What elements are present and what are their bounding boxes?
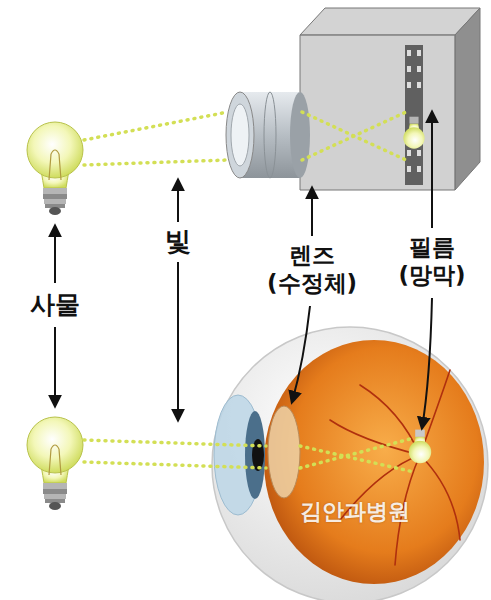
eyeball [212,327,488,600]
watermark: 김안과병원 [300,499,410,525]
light-label: 빛 [165,226,191,257]
light-bulb [27,417,83,510]
film-label: 필름 (망막) [398,234,465,289]
object-label: 사물 [30,290,80,320]
light-bulb [27,122,83,215]
lens-label: 렌즈 (수정체) [267,242,357,297]
pointer-arrow [55,112,432,428]
camera [226,8,480,190]
light-ray [84,112,414,472]
